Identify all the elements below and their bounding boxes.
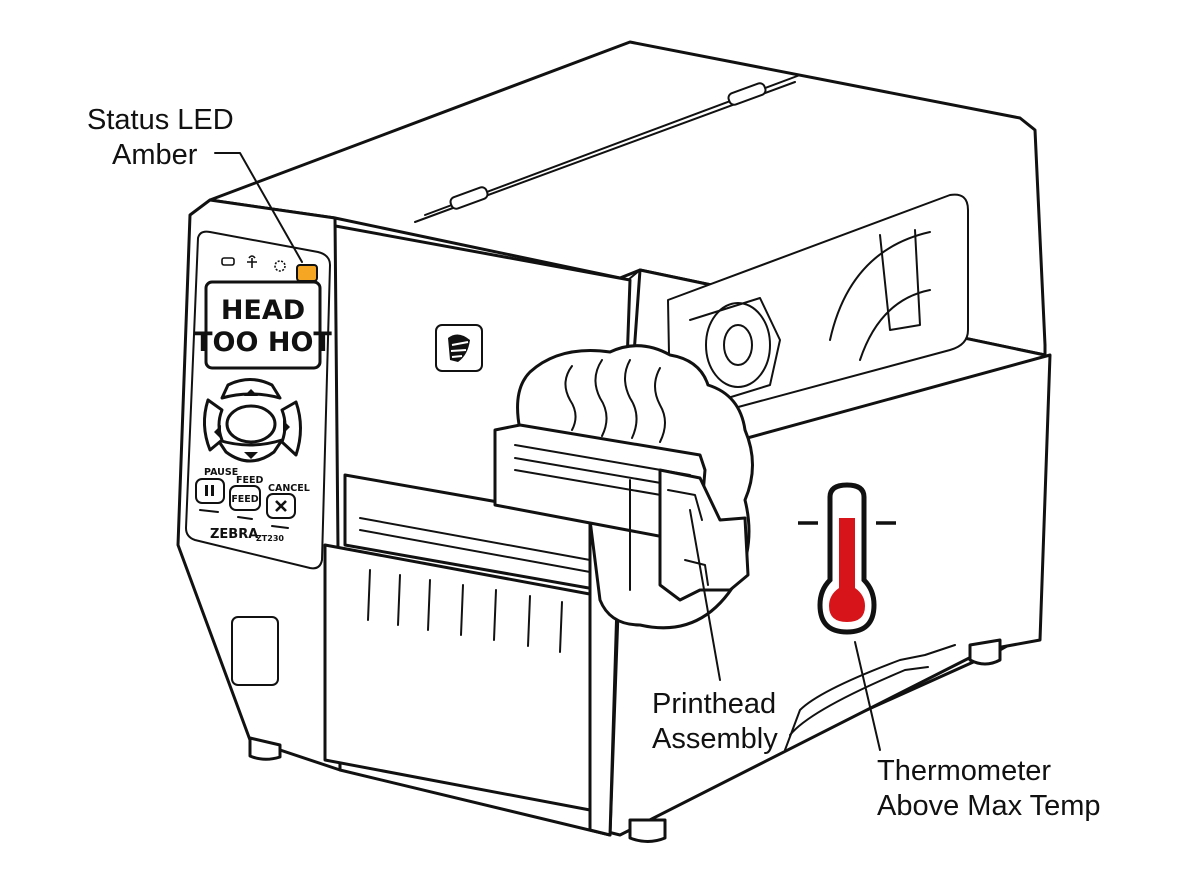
control-panel: HEAD TOO HOT PAUSE FEED CANCEL FEED ZEBR… xyxy=(185,230,332,686)
pause-status-icon xyxy=(247,255,257,268)
up-button[interactable] xyxy=(220,378,282,400)
zebra-logo-icon xyxy=(435,324,483,372)
brand-name: ZEBRA xyxy=(210,527,258,542)
printhead-callout-line-2: Assembly xyxy=(652,723,778,755)
printhead-assembly xyxy=(493,344,754,630)
lower-badge xyxy=(231,616,279,686)
lcd-display xyxy=(204,280,322,370)
display-line-1: HEAD xyxy=(221,295,305,326)
left-button[interactable] xyxy=(203,398,224,452)
status-led-callout-line-2: Amber xyxy=(112,139,198,171)
right-arrow-icon xyxy=(283,420,290,434)
pause-label: PAUSE xyxy=(204,467,238,478)
status-led-leader xyxy=(214,152,303,263)
status-led xyxy=(296,264,318,282)
thermometer-icon xyxy=(798,482,896,635)
down-arrow-icon xyxy=(244,452,258,459)
model-name: ZT230 xyxy=(256,534,284,543)
feed-label: FEED xyxy=(236,475,263,486)
ok-button[interactable] xyxy=(225,404,277,444)
data-status-icon xyxy=(274,260,286,272)
status-led-callout-line-1: Status LED xyxy=(87,104,234,136)
thermometer-callout-line-2: Above Max Temp xyxy=(877,790,1101,822)
right-button[interactable] xyxy=(280,400,302,457)
left-arrow-icon xyxy=(214,425,221,439)
up-arrow-icon xyxy=(244,389,258,396)
feed-button[interactable] xyxy=(229,485,261,511)
printhead-leader xyxy=(689,509,721,681)
thermometer-leader xyxy=(854,641,881,751)
cancel-label: CANCEL xyxy=(268,483,310,494)
thermometer-fill xyxy=(829,518,865,622)
pause-icon xyxy=(205,485,214,496)
display-line-2: TOO HOT xyxy=(194,327,332,358)
x-icon xyxy=(275,500,287,512)
thermometer-callout-line-1: Thermometer xyxy=(877,755,1051,787)
pause-button[interactable] xyxy=(195,478,225,504)
status-icon xyxy=(221,257,235,266)
printhead-callout-line-1: Printhead xyxy=(652,688,776,720)
feed-button-text: FEED xyxy=(231,494,258,505)
